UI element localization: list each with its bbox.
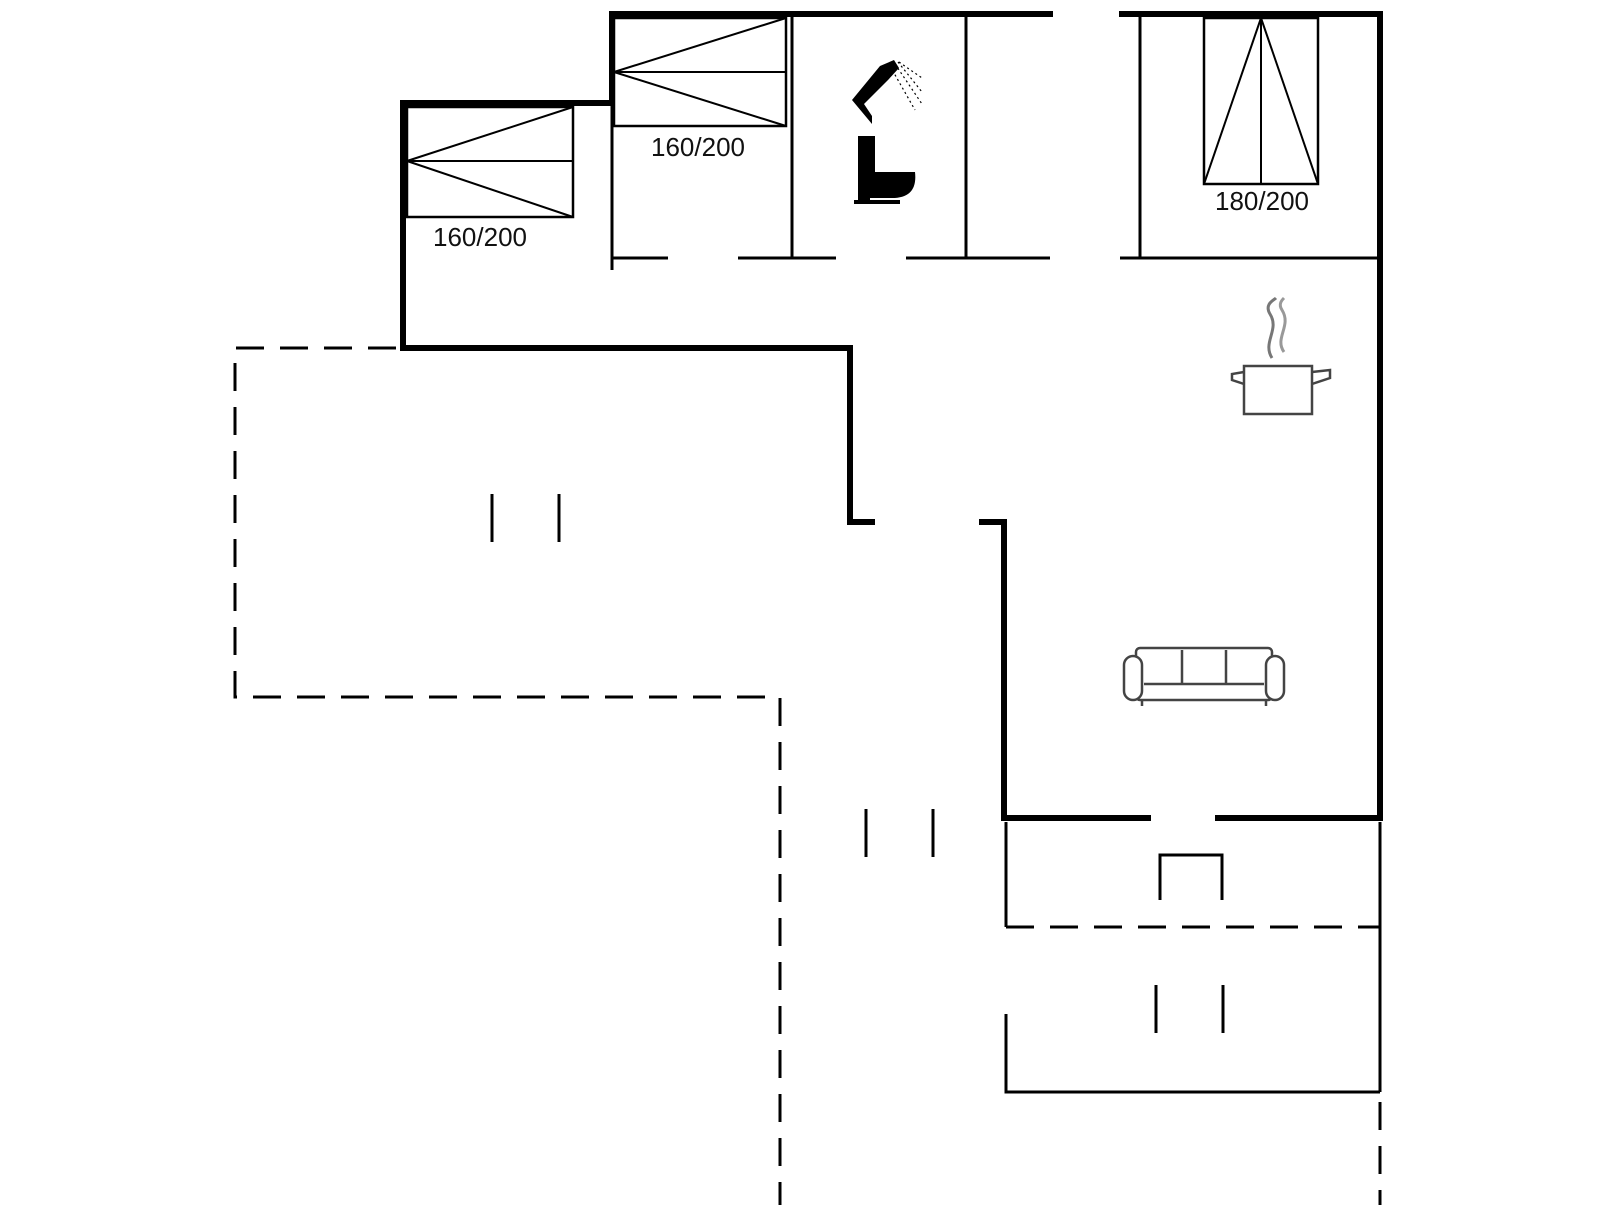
sofa-icon: [1122, 646, 1286, 706]
shower-icon: [852, 60, 923, 124]
lower-right-terrace: [1004, 822, 1382, 1094]
bed-2: 160/200: [612, 16, 788, 162]
bedroom-2-bed-size: 160/200: [651, 132, 745, 162]
toilet-icon: [854, 136, 916, 204]
terraces: [233, 346, 1382, 1205]
cooking-pot-icon: [1230, 296, 1332, 416]
bedroom-3-bed-size: 180/200: [1215, 186, 1309, 216]
entrance-step: [1158, 853, 1224, 900]
wall-top-right: [1119, 11, 1383, 821]
bed-1: 160/200: [405, 105, 575, 252]
wall-bottom-left: [979, 519, 1151, 821]
bed-3: 180/200: [1202, 16, 1320, 216]
bedroom-1-bed-size: 160/200: [433, 222, 527, 252]
marks: [490, 494, 1225, 1033]
partitions: [610, 14, 1380, 270]
wall-middle: [400, 345, 875, 525]
terrace-left-outline: [233, 346, 782, 1205]
